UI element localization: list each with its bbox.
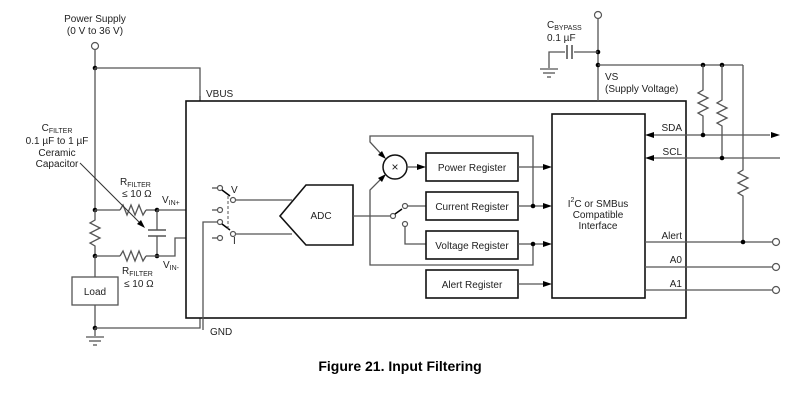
voltage-register [425,230,519,260]
c-filter-label: CFILTER [42,123,73,135]
c-filter-capacitor [148,229,166,237]
power-supply-label: Power Supply [64,14,126,25]
c-bypass-capacitor [566,45,573,59]
power-supply-terminal [90,41,100,51]
interface-label-3: Interface [579,221,618,232]
a0-terminal [771,262,781,272]
load-box [71,276,119,306]
figure-caption: Figure 21. Input Filtering [318,358,481,374]
i2c-interface-block [551,113,646,299]
adc-label: ADC [310,211,331,222]
vbus-pin-label: VBUS [206,89,234,100]
input-mux-switch [202,184,237,330]
vs-pin-description: (Supply Voltage) [605,84,678,95]
c-filter-type-1: Ceramic [38,148,75,159]
r-filter-top-label: RFILTER [120,177,151,189]
c-filter-value: 0.1 µF to 1 µF [26,136,89,147]
alert-register-label: Alert Register [442,280,503,291]
c-filter-type-2: Capacitor [36,159,79,170]
gnd-pin-label: GND [210,327,232,338]
scl-pin-label: SCL [663,147,683,158]
multiplier-symbol: × [391,160,398,174]
current-register [425,191,519,221]
vs-terminal [593,10,603,20]
r-filter-bottom-label: RFILTER [122,266,153,278]
r-filter-bottom-value: ≤ 10 Ω [124,279,154,290]
c-bypass-label: CBYPASS [547,20,582,32]
a0-pin-label: A0 [670,255,683,266]
alert-register [425,269,519,299]
adc-block [278,184,354,246]
switch-i-label: I [233,236,236,247]
voltage-register-label: Voltage Register [435,241,509,252]
current-register-label: Current Register [435,202,509,213]
ground-icon-bypass [540,68,558,78]
c-bypass-value: 0.1 µF [547,33,576,44]
switch-v-label: V [231,185,238,196]
power-register-label: Power Register [438,163,507,174]
r-filter-top-value: ≤ 10 Ω [122,189,152,200]
shunt-resistor [88,210,102,256]
interface-label-1: I2C or SMBus [568,197,629,210]
load-label: Load [84,287,106,298]
interface-label-2: Compatible [573,210,624,221]
ground-icon [86,336,104,346]
a1-pin-label: A1 [670,279,683,290]
alert-pin-label: Alert [661,231,682,242]
r-filter-bottom [119,249,147,263]
power-supply-range: (0 V to 36 V) [67,26,123,37]
pullup-scl [715,65,729,158]
vin-minus-label: VIN- [163,260,180,272]
pullup-sda [696,65,710,135]
alert-terminal [771,237,781,247]
vs-pin-label: VS [605,72,619,83]
a1-terminal [771,285,781,295]
pullup-alert [736,65,750,242]
vin-plus-label: VIN+ [162,195,180,207]
sda-pin-label: SDA [661,123,682,134]
